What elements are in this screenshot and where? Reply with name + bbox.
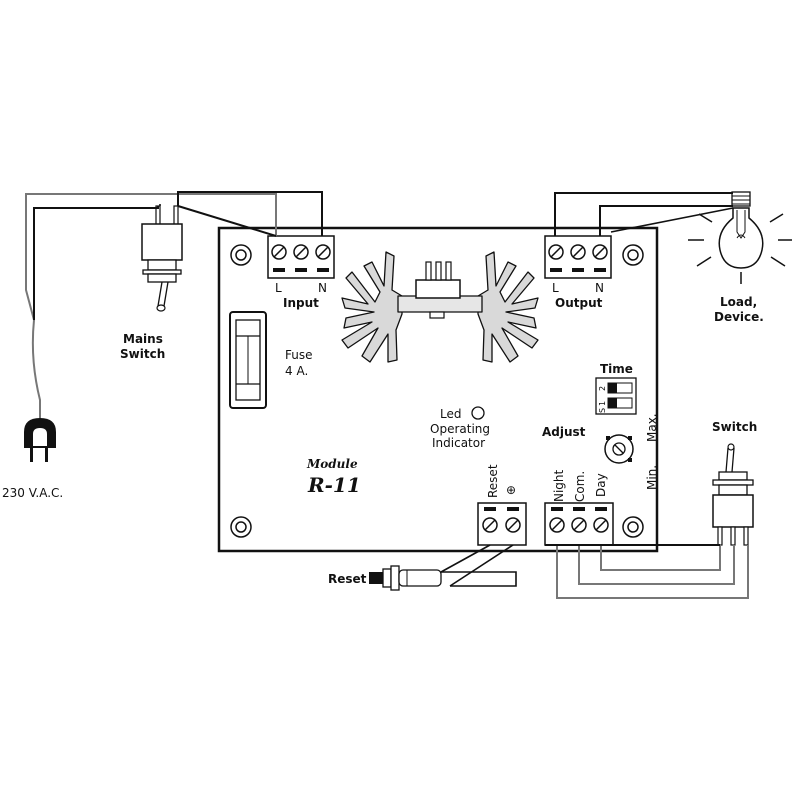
- plug-wire: [25, 193, 277, 418]
- mounting-hole: [230, 244, 252, 266]
- day-label: Day: [594, 473, 608, 497]
- ground-symbol-label: ⊕: [506, 483, 516, 497]
- com-wire: [578, 545, 735, 585]
- fuse-rating-label: 4 A.: [285, 364, 308, 378]
- screw-icon: [315, 244, 331, 260]
- adjust-label: Adjust: [542, 425, 586, 439]
- input-l-label: L: [275, 281, 282, 295]
- output-terminal-block: [544, 235, 612, 279]
- screw-icon: [482, 517, 498, 533]
- fuse-icon: [229, 311, 267, 409]
- output-n-wire-diag: [610, 207, 734, 233]
- screw-icon: [592, 244, 608, 260]
- night-label: Night: [552, 469, 566, 502]
- indicator-label: Indicator: [432, 436, 485, 450]
- screw-icon: [570, 244, 586, 260]
- switch-label: Switch: [712, 420, 757, 434]
- mains-wire-n: [177, 191, 323, 236]
- dip-label-2: 2: [598, 386, 607, 391]
- max-label: Max.: [645, 413, 659, 442]
- day-wire: [600, 545, 721, 571]
- screw-icon: [571, 517, 587, 533]
- fuse-label: Fuse: [285, 348, 313, 362]
- mains-switch-label-1: Mains: [123, 332, 163, 346]
- reset-button-label: Reset: [328, 572, 367, 586]
- light-bulb-icon: [688, 191, 792, 284]
- output-l-wire: [554, 192, 733, 236]
- screw-icon: [549, 517, 565, 533]
- screw-icon: [548, 244, 564, 260]
- dip-switch-icon: [595, 377, 637, 415]
- time-label: Time: [600, 362, 633, 376]
- dip-label-s: S: [598, 408, 607, 413]
- com-label: Com.: [573, 471, 587, 502]
- mounting-hole: [622, 516, 644, 538]
- mains-switch-label-2: Switch: [120, 347, 165, 361]
- reset-terminal-label: Reset: [486, 464, 500, 498]
- mains-wire-l: [33, 206, 159, 320]
- module-label: Module: [306, 457, 358, 471]
- plug-icon: [24, 418, 56, 462]
- screw-icon: [505, 517, 521, 533]
- toggle-switch-icon: [712, 443, 754, 546]
- dip-label-1: 1: [598, 401, 607, 406]
- screw-icon: [593, 517, 609, 533]
- input-terminal-block: [267, 235, 335, 279]
- min-label: Min.: [645, 465, 659, 490]
- led-icon: [471, 406, 485, 420]
- plug-voltage-label: 230 V.A.C.: [2, 486, 63, 500]
- load-label-2: Device.: [714, 310, 764, 324]
- potentiometer-icon: [604, 434, 634, 464]
- reset-terminal-block: [477, 502, 527, 546]
- led-label: Led: [440, 407, 461, 421]
- screw-icon: [271, 244, 287, 260]
- output-label: Output: [555, 296, 603, 310]
- heatsink-icon: [341, 251, 539, 363]
- transistor-icon: [415, 261, 461, 319]
- mounting-hole: [230, 516, 252, 538]
- timer-terminal-block: [544, 502, 614, 546]
- output-n-label: N: [595, 281, 604, 295]
- night-wire: [556, 545, 749, 599]
- output-n-wire: [599, 205, 733, 236]
- reset-wire-b: [449, 544, 514, 587]
- push-button-icon: [369, 565, 442, 591]
- toggle-switch-icon: [141, 205, 183, 312]
- screw-icon: [293, 244, 309, 260]
- reset-wire-c: [441, 571, 517, 587]
- load-label-1: Load,: [720, 295, 757, 309]
- switch-to-input-wire: [177, 205, 277, 237]
- mounting-hole: [622, 244, 644, 266]
- operating-label: Operating: [430, 422, 490, 436]
- input-label: Input: [283, 296, 319, 310]
- input-n-label: N: [318, 281, 327, 295]
- output-l-label: L: [552, 281, 559, 295]
- module-id-label: R-11: [307, 473, 361, 497]
- reset-wire-a: [440, 544, 491, 573]
